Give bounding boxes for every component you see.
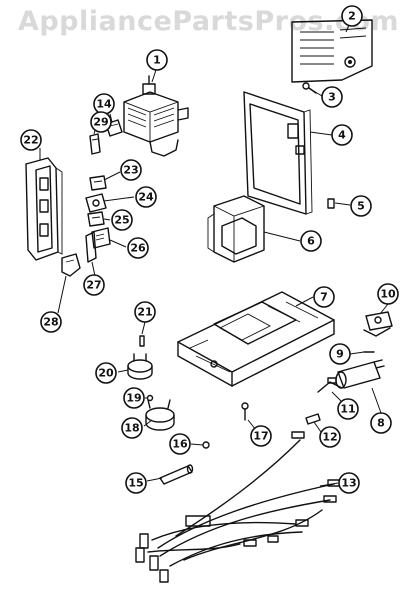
part-screw-5 xyxy=(327,198,335,209)
callout-4: 4 xyxy=(331,124,353,146)
svg-text:2: 2 xyxy=(348,10,356,23)
callout-8: 8 xyxy=(370,412,392,434)
part-screw-17 xyxy=(241,402,249,421)
svg-text:10: 10 xyxy=(380,288,396,301)
callout-25: 25 xyxy=(111,209,133,231)
leader-lines xyxy=(39,24,389,487)
svg-text:21: 21 xyxy=(137,306,152,319)
callout-9: 9 xyxy=(329,343,351,365)
part-thermostat-20 xyxy=(127,353,153,380)
callout-16: 16 xyxy=(169,433,191,455)
part-vent-grille xyxy=(291,19,373,83)
part-thermostat-18 xyxy=(145,399,175,431)
svg-text:24: 24 xyxy=(138,191,154,204)
callout-11: 11 xyxy=(337,398,359,420)
part-fuse xyxy=(305,413,321,425)
part-magnetron xyxy=(123,75,189,157)
callout-7: 7 xyxy=(313,286,335,308)
svg-text:26: 26 xyxy=(130,242,146,255)
svg-text:5: 5 xyxy=(357,200,365,213)
callout-19: 19 xyxy=(123,387,145,409)
callout-5: 5 xyxy=(350,195,372,217)
svg-text:4: 4 xyxy=(338,129,346,142)
part-screw-19 xyxy=(146,394,154,402)
svg-text:8: 8 xyxy=(377,417,385,430)
svg-text:27: 27 xyxy=(86,279,101,292)
callout-3: 3 xyxy=(321,86,343,108)
svg-text:11: 11 xyxy=(340,403,355,416)
part-resistor xyxy=(159,464,194,485)
svg-text:12: 12 xyxy=(322,431,337,444)
part-interlock-switch-26 xyxy=(91,227,111,249)
callout-26: 26 xyxy=(127,237,149,259)
svg-text:1: 1 xyxy=(153,54,161,67)
part-wire-harness xyxy=(135,431,341,583)
svg-text:3: 3 xyxy=(328,91,336,104)
svg-text:13: 13 xyxy=(341,477,356,490)
part-diode-11 xyxy=(317,377,343,393)
part-interlock-switch-24 xyxy=(85,193,107,213)
svg-text:20: 20 xyxy=(98,367,114,380)
svg-text:19: 19 xyxy=(126,392,141,405)
svg-text:22: 22 xyxy=(23,134,38,147)
callout-13: 13 xyxy=(338,472,360,494)
part-capacitor-bracket xyxy=(363,311,393,337)
svg-text:9: 9 xyxy=(336,348,344,361)
part-interlock-switch-23 xyxy=(89,175,107,191)
callout-15: 15 xyxy=(125,472,147,494)
callout-24: 24 xyxy=(135,186,157,208)
part-frame-plate xyxy=(243,91,313,215)
svg-text:7: 7 xyxy=(320,291,328,304)
callout-18: 18 xyxy=(121,417,143,439)
part-screw-21 xyxy=(139,335,145,347)
callout-1: 1 xyxy=(146,49,168,71)
part-fuse-29 xyxy=(89,133,101,155)
callout-20: 20 xyxy=(95,362,117,384)
svg-text:23: 23 xyxy=(123,164,138,177)
callout-28: 28 xyxy=(40,311,62,333)
callout-21: 21 xyxy=(134,301,156,323)
callout-10: 10 xyxy=(377,283,399,305)
callout-29: 29 xyxy=(90,111,112,133)
svg-text:25: 25 xyxy=(114,214,129,227)
part-nut xyxy=(202,441,210,449)
callout-14: 14 xyxy=(93,93,115,115)
svg-text:17: 17 xyxy=(253,430,268,443)
part-latch xyxy=(61,253,81,277)
callout-23: 23 xyxy=(120,159,142,181)
callout-12: 12 xyxy=(319,426,341,448)
svg-text:29: 29 xyxy=(93,116,108,129)
callout-6: 6 xyxy=(300,230,322,252)
callout-17: 17 xyxy=(250,425,272,447)
svg-text:18: 18 xyxy=(124,422,139,435)
part-switch-bracket xyxy=(25,157,63,261)
callout-22: 22 xyxy=(20,129,42,151)
part-base-tray xyxy=(177,291,335,387)
part-thermal-clip xyxy=(105,119,123,137)
svg-text:14: 14 xyxy=(96,98,112,111)
part-actuator-27 xyxy=(85,231,97,263)
svg-text:15: 15 xyxy=(128,477,143,490)
callout-2: 2 xyxy=(341,5,363,27)
svg-text:16: 16 xyxy=(172,438,188,451)
part-interlock-switch-25 xyxy=(87,211,105,227)
svg-text:28: 28 xyxy=(43,316,58,329)
svg-text:6: 6 xyxy=(307,235,315,248)
part-transformer xyxy=(207,195,265,263)
callout-27: 27 xyxy=(83,274,105,296)
